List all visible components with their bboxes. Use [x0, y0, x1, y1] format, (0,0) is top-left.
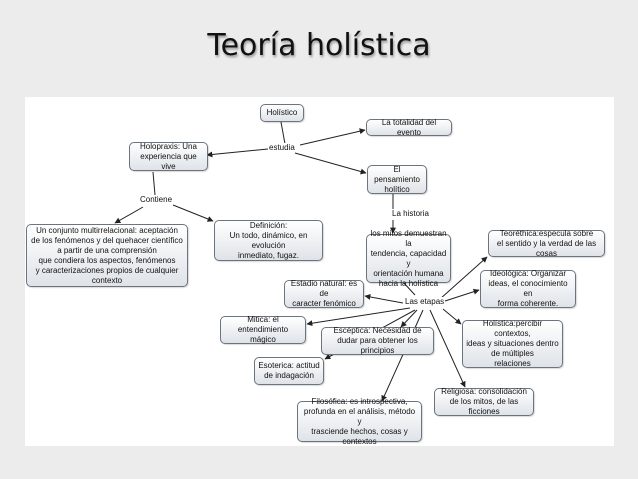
node-esceptica: Escéptica: Necesidad de dudar para obten… [321, 326, 434, 355]
link-holistico-estudia [280, 121, 286, 145]
link-contiene-conjunto [114, 206, 144, 224]
node-totalidad: La totalidad del evento [366, 118, 452, 137]
link-etapas-estadio [364, 294, 404, 304]
concept-map: Holístico La totalidad del evento Holopr… [25, 97, 614, 446]
link-etapas-filosofica [381, 309, 424, 402]
node-mitos: los mitos demuestran la tendencia, capac… [366, 229, 451, 288]
node-religiosa: Religiosa: consolidación de los mitos, d… [434, 387, 534, 416]
link-mitos-etapas [402, 281, 416, 296]
node-pensamiento: El pensamiento holítico [367, 165, 427, 194]
phrase-la-historia: La historia [392, 209, 429, 219]
node-conjunto: Un conjunto multirrelacional: aceptación… [26, 224, 188, 287]
link-etapas-ideologica [444, 288, 480, 302]
link-etapas-holistica [442, 308, 462, 325]
link-contiene-definicion [172, 204, 214, 222]
link-etapas-esceptica [400, 309, 418, 328]
link-estudia-totalidad [299, 128, 366, 146]
link-etapas-teoretica [439, 256, 488, 300]
node-holistica: Holística:percibir contextos, ideas y si… [462, 319, 563, 368]
node-esoterica: Esoterica: actitud de indagación [254, 357, 324, 385]
node-ideologica: Ideológica: Organizar ideas, el conocimi… [480, 269, 576, 308]
link-estudia-pensamiento [294, 152, 367, 175]
link-estudia-holopraxis [206, 148, 269, 158]
link-etapas-mitica [306, 307, 411, 327]
node-filosofica: Filosófica: es introspectiva, profunda e… [297, 397, 422, 446]
node-definicion: Definición: Un todo, dinámico, en evoluc… [214, 220, 323, 261]
node-teoretica: Teoréthica:especula sobre el sentido y l… [488, 229, 605, 258]
phrase-contiene: Contiene [140, 195, 173, 205]
slide-title: Teoría holística [207, 28, 431, 63]
node-holopraxis: Holopraxis: Una experiencia que vive [129, 142, 208, 171]
node-estadio: Estadio natural: es de caracter fenómico [284, 279, 364, 308]
link-etapas-religiosa [429, 309, 466, 388]
node-holistico: Holístico [260, 104, 304, 122]
phrase-estudia: estudia [269, 143, 295, 153]
node-mitica: Mitica: el entendimiento mágico [220, 315, 306, 344]
link-holopraxis-contiene [152, 171, 156, 196]
phrase-las-etapas: Las etapas [405, 297, 445, 307]
